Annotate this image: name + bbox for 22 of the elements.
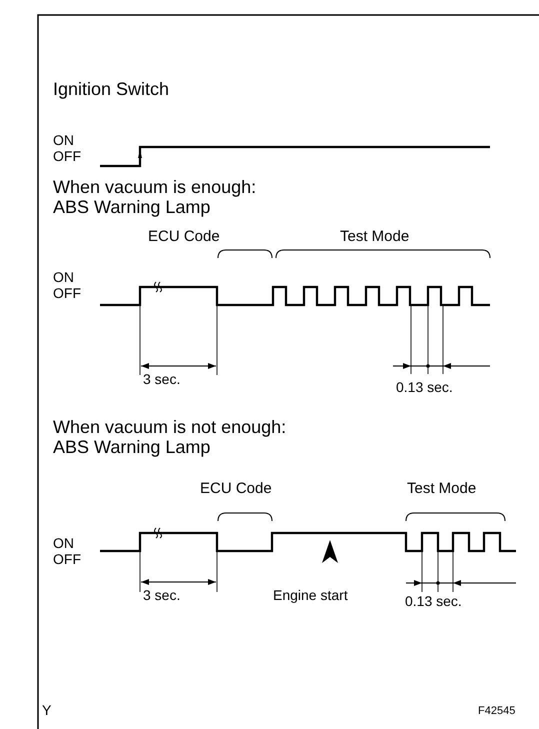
signal-title: ABS Warning Lamp	[53, 198, 210, 216]
phase-label: Test Mode	[340, 229, 410, 244]
figure-number: F42545	[478, 706, 516, 717]
event-label: Engine start	[273, 588, 348, 602]
level-label: OFF	[53, 552, 81, 566]
corner-mark: Y	[42, 703, 52, 717]
condition-heading: When vacuum is not enough:	[53, 418, 286, 436]
phase-label: ECU Code	[200, 481, 272, 496]
signal-title: Ignition Switch	[53, 80, 170, 98]
signal-title: ABS Warning Lamp	[53, 438, 210, 456]
condition-heading: When vacuum is enough:	[53, 178, 256, 196]
dimension-label: 3 sec.	[143, 588, 180, 602]
dimension-label: 3 sec.	[143, 372, 180, 386]
phase-label: ECU Code	[148, 229, 220, 244]
dimension-label: 0.13 sec.	[396, 380, 453, 394]
level-label: OFF	[53, 149, 81, 163]
level-label: ON	[53, 536, 74, 550]
dimension-label: 0.13 sec.	[405, 594, 462, 608]
level-label: OFF	[53, 286, 81, 300]
phase-label: Test Mode	[407, 481, 476, 496]
level-label: ON	[53, 133, 74, 147]
level-label: ON	[53, 270, 74, 284]
